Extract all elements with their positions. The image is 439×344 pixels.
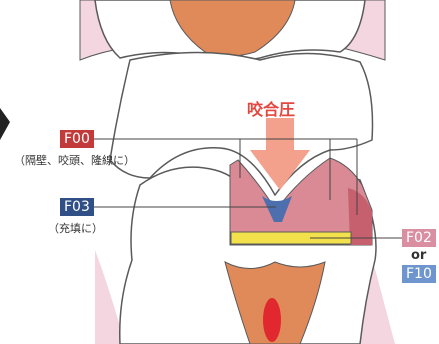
f10-badge: F10 bbox=[402, 265, 436, 283]
or-label: or bbox=[411, 248, 426, 263]
f02-badge: F02 bbox=[402, 229, 436, 247]
f03-badge: F03 bbox=[60, 198, 94, 216]
left-edge-shape bbox=[0, 108, 10, 140]
occlusal-pressure-label: 咬合圧 bbox=[247, 96, 295, 120]
f00-note: （隔壁、咬頭、隆線に） bbox=[14, 152, 135, 168]
f03-note: （充填に） bbox=[48, 220, 103, 236]
f00-badge: F00 bbox=[60, 130, 94, 148]
pulp-red bbox=[263, 298, 281, 342]
restoration-wall bbox=[348, 188, 372, 245]
